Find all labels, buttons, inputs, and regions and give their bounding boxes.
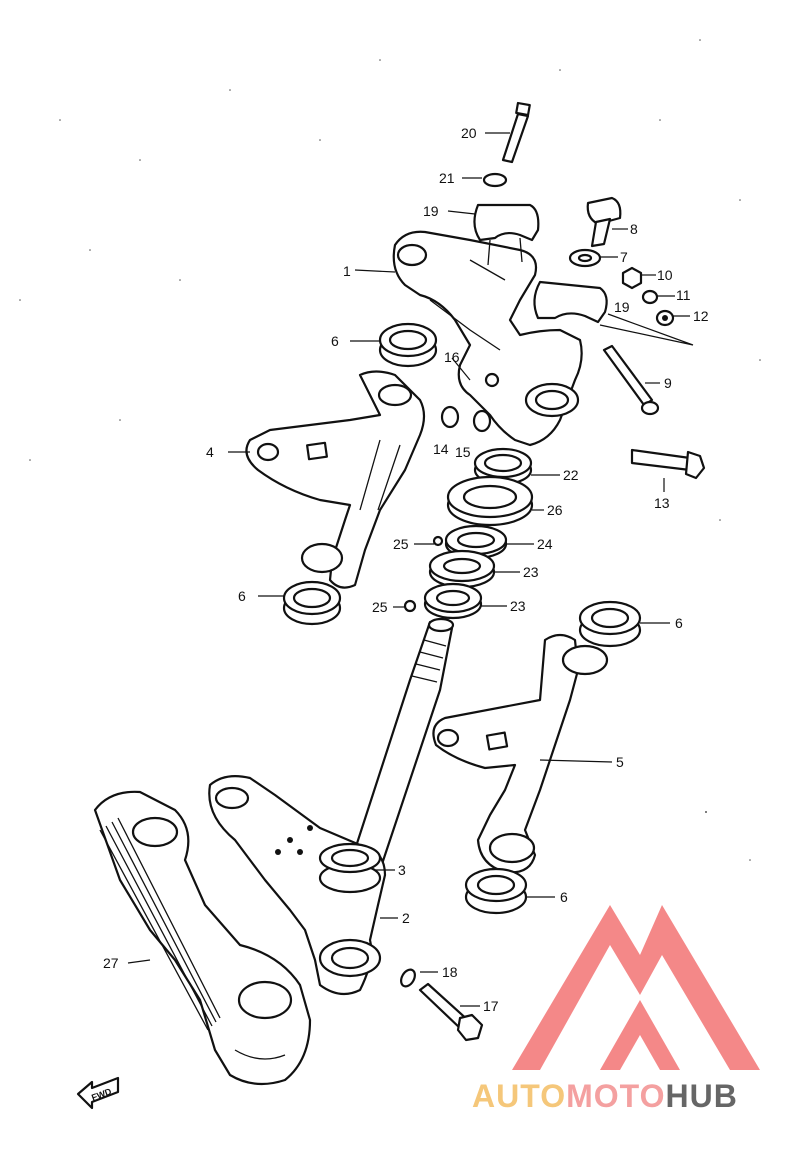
washer-18 xyxy=(400,968,416,988)
bolt-8 xyxy=(586,196,622,248)
label-3: 3 xyxy=(398,862,406,878)
label-10: 10 xyxy=(657,267,673,283)
watermark-hub: HUB xyxy=(665,1078,737,1114)
part-labels: 20 21 19 1 6 16 4 6 14 15 8 7 10 11 12 1… xyxy=(103,125,709,1014)
label-6-top: 6 xyxy=(331,333,339,349)
label-6-right-bottom: 6 xyxy=(560,889,568,905)
label-23-upper: 23 xyxy=(523,564,539,580)
label-5: 5 xyxy=(616,754,624,770)
washer-21 xyxy=(482,172,508,188)
forward-arrow: FWD xyxy=(76,1076,120,1110)
upper-bracket xyxy=(392,230,583,447)
label-26: 26 xyxy=(547,502,563,518)
label-9: 9 xyxy=(664,375,672,391)
clamp-right xyxy=(533,280,608,324)
label-24: 24 xyxy=(537,536,553,552)
washer-15 xyxy=(472,409,492,433)
cover-27 xyxy=(93,790,312,1086)
label-6-left: 6 xyxy=(238,588,246,604)
label-20: 20 xyxy=(461,125,477,141)
label-8: 8 xyxy=(630,221,638,237)
label-27: 27 xyxy=(103,955,119,971)
label-13: 13 xyxy=(654,495,670,511)
grommet-6-right-top xyxy=(578,600,642,648)
grommet-6-left xyxy=(282,580,342,626)
bolt-17 xyxy=(418,982,484,1042)
watermark-logo xyxy=(512,905,760,1070)
nut-10 xyxy=(621,266,643,290)
label-19-right: 19 xyxy=(614,299,630,315)
bolt-13 xyxy=(630,448,706,480)
label-21: 21 xyxy=(439,170,455,186)
label-1: 1 xyxy=(343,263,351,279)
grommet-6-right-bottom xyxy=(464,867,528,915)
bolt-9 xyxy=(602,344,660,416)
washer-14 xyxy=(440,405,460,429)
watermark-auto: AUTO xyxy=(472,1078,566,1114)
label-23-lower: 23 xyxy=(510,598,526,614)
watermark-text: AUTOMOTOHUB xyxy=(472,1078,738,1114)
label-16: 16 xyxy=(444,349,460,365)
bearing-stack xyxy=(403,447,534,620)
headlight-bracket-left xyxy=(245,370,426,589)
label-25-upper: 25 xyxy=(393,536,409,552)
label-14: 14 xyxy=(433,441,449,457)
label-7: 7 xyxy=(620,249,628,265)
label-11: 11 xyxy=(676,287,691,303)
scan-noise xyxy=(19,39,761,861)
lower-bracket xyxy=(208,775,387,996)
label-12: 12 xyxy=(693,308,709,324)
label-6-right-top: 6 xyxy=(675,615,683,631)
label-25-lower: 25 xyxy=(372,599,388,615)
label-17: 17 xyxy=(483,998,499,1014)
label-15: 15 xyxy=(455,444,471,460)
leader-lines xyxy=(127,132,694,1007)
watermark-moto: MOTO xyxy=(566,1078,665,1114)
washer-11 xyxy=(641,289,659,305)
label-4: 4 xyxy=(206,444,214,460)
label-2: 2 xyxy=(402,910,410,926)
grommet-6-top xyxy=(378,322,438,368)
bolt-20 xyxy=(501,101,531,164)
label-19-upper: 19 xyxy=(423,203,439,219)
label-18: 18 xyxy=(442,964,458,980)
label-22: 22 xyxy=(563,467,579,483)
clamp-upper xyxy=(473,203,540,266)
headlight-bracket-right xyxy=(432,633,609,874)
